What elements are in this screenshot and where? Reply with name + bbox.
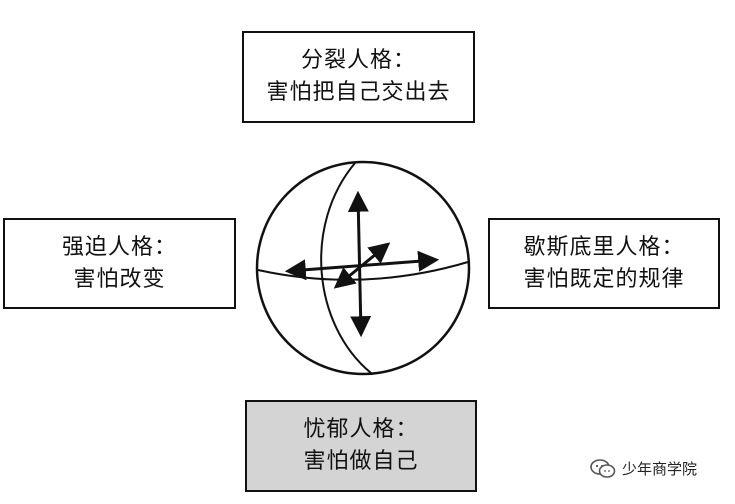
sphere-diagram <box>255 160 471 376</box>
box-depressive: 忧郁人格： 害怕做自己 <box>245 400 477 492</box>
wechat-icon <box>590 458 616 478</box>
vertical-arrow <box>347 190 372 338</box>
sphere-outline <box>255 160 471 376</box>
box-obsessive: 强迫人格： 害怕改变 <box>3 218 236 309</box>
watermark-text: 少年商学院 <box>622 460 698 478</box>
box-schizoid-subtitle: 害怕把自己交出去 <box>266 80 451 105</box>
diagonal-arrow <box>333 242 391 289</box>
watermark: 少年商学院 <box>590 458 697 479</box>
box-hysteric: 歇斯底里人格： 害怕既定的规律 <box>488 218 720 309</box>
box-schizoid-title: 分裂人格： <box>300 48 416 73</box>
box-obsessive-subtitle: 害怕改变 <box>73 266 166 292</box>
box-hysteric-subtitle: 害怕既定的规律 <box>523 266 685 292</box>
box-schizoid: 分裂人格： 害怕把自己交出去 <box>242 31 475 123</box>
box-obsessive-title: 强迫人格： <box>61 234 177 260</box>
box-depressive-subtitle: 害怕做自己 <box>303 449 419 474</box>
box-hysteric-title: 歇斯底里人格： <box>523 234 685 260</box>
box-depressive-title: 忧郁人格： <box>303 417 419 442</box>
